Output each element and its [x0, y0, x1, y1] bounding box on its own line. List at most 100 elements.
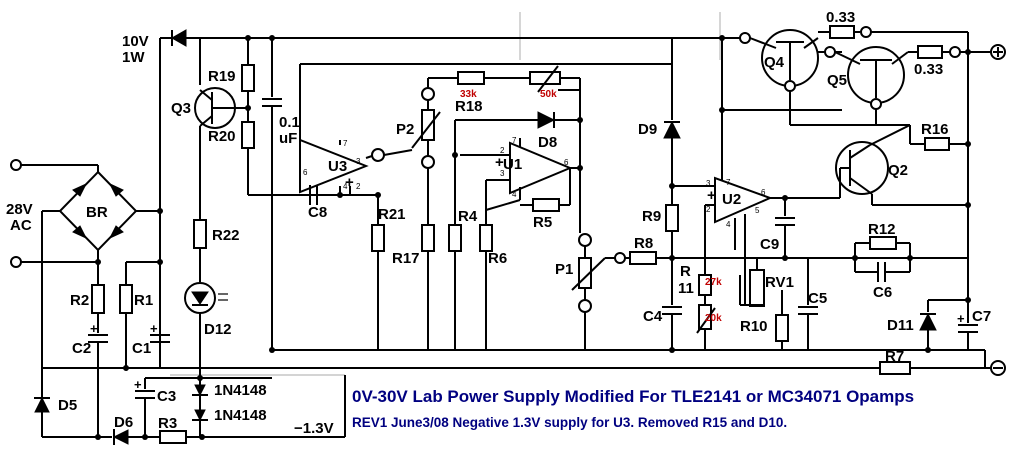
resistor-r12	[869, 236, 897, 250]
r18-value-label: 33k	[460, 89, 477, 100]
u2-plus: +	[707, 187, 716, 204]
resistor-r9	[665, 204, 679, 232]
r20-label: R20	[208, 128, 236, 145]
q5-label: Q5	[827, 72, 847, 89]
resistor-r8	[629, 251, 657, 265]
r11-label-a: R	[680, 263, 691, 280]
resistor-0.33-a	[829, 25, 855, 39]
r5-label: R5	[533, 214, 552, 231]
r9-label: R9	[642, 208, 661, 225]
output-section	[879, 290, 986, 375]
q5-emitter-node[interactable]	[949, 46, 961, 58]
c6-label: C6	[873, 284, 892, 301]
resistor-r3	[159, 430, 187, 444]
q5-base-node[interactable]	[870, 98, 882, 110]
d8-label: D8	[538, 134, 557, 151]
u2-feedback	[672, 195, 968, 350]
resistor-0.33-b	[917, 45, 943, 59]
br-label: BR	[86, 204, 108, 221]
resistor-r18	[457, 71, 485, 85]
u1-pin7-label: 7	[512, 136, 517, 145]
r7-label: R7	[885, 348, 904, 365]
q4-emitter-node[interactable]	[860, 26, 872, 38]
r16-label: R16	[921, 121, 949, 138]
diode-d11	[919, 312, 937, 331]
r17-label: R17	[392, 250, 420, 267]
resistor-r5	[532, 198, 560, 212]
resistor-r7	[879, 361, 911, 375]
u3-pin4-label: 4	[343, 182, 348, 191]
u1-pin4-label: 4	[512, 190, 517, 199]
resistor-r6	[479, 224, 493, 252]
p2-top-node[interactable]	[421, 87, 435, 101]
ac-input-terminal-2[interactable]	[10, 256, 22, 268]
diode-d6	[112, 429, 129, 445]
r8-label: R8	[634, 235, 653, 252]
zener-diode	[170, 29, 187, 47]
u1-plus: +	[495, 154, 504, 171]
u3-section: 6 7 3 2 4	[248, 63, 672, 350]
u3-plus: +	[345, 174, 354, 191]
c8-label: C8	[308, 204, 327, 221]
u1-pin2-label: 2	[500, 146, 505, 155]
cap-0.1uf	[262, 38, 282, 353]
pot-50k-value-label: 50k	[540, 89, 557, 100]
p1-wiper-node[interactable]	[614, 252, 626, 264]
potentiometer-p2	[421, 109, 435, 141]
p2-label: P2	[396, 121, 414, 138]
r11-value-20k: 20k	[705, 313, 722, 324]
input-section	[10, 159, 163, 390]
u1-section: 7 6 2 3 4 U1 +	[448, 111, 583, 350]
resistor-r17	[421, 224, 435, 252]
u3-pin6-label: 6	[303, 168, 308, 177]
q4-base-node[interactable]	[784, 80, 796, 92]
u3-pin7-label: 7	[343, 139, 348, 148]
diode-1n4148-a-label: 1N4148	[214, 382, 267, 399]
c3-label: C3	[157, 388, 176, 405]
u2-pin7-label: 7	[726, 178, 731, 187]
revision-note: REV1 June3/08 Negative 1.3V supply for U…	[352, 415, 787, 430]
p2-bottom-node[interactable]	[421, 155, 435, 169]
p1-top-node[interactable]	[578, 233, 592, 247]
u3-output-node[interactable]	[371, 148, 385, 162]
title-block: 0V-30V Lab Power Supply Modified For TLE…	[352, 387, 914, 430]
d9-section	[662, 38, 735, 353]
trimmer-rv1	[749, 269, 765, 307]
diode-d9	[663, 120, 681, 139]
diagram-title: 0V-30V Lab Power Supply Modified For TLE…	[352, 387, 914, 406]
ac-input-terminal-1[interactable]	[10, 159, 22, 171]
u2-pin4-label: 4	[726, 220, 731, 229]
resistor-r4	[448, 224, 462, 252]
c1-plus: +	[150, 321, 158, 336]
q5-collector-node[interactable]	[824, 46, 836, 58]
q4-collector-node[interactable]	[739, 32, 751, 44]
r3-label: R3	[158, 415, 177, 432]
r22-label: R22	[212, 227, 240, 244]
u3-label: U3	[328, 158, 347, 175]
r6-label: R6	[488, 250, 507, 267]
input-voltage-label: 28V	[6, 201, 33, 218]
u1-label: U1	[503, 156, 522, 173]
u2-label: U2	[722, 191, 741, 208]
input-filter	[88, 259, 170, 437]
resistor-r2	[91, 284, 105, 314]
c7-label: C7	[972, 308, 991, 325]
resistor-r22	[193, 219, 207, 249]
r21-label: R21	[378, 206, 406, 223]
neg-supply-label: −1.3V	[294, 420, 334, 437]
p1-bottom-node[interactable]	[578, 299, 592, 313]
resistor-0.33-a-label: 0.33	[826, 9, 855, 26]
u2-section: 3 7 6 2 4 5 U2 +	[705, 38, 840, 305]
q2-label: Q2	[888, 162, 908, 179]
u1-pin3-label: 3	[500, 169, 505, 178]
r10-label: R10	[740, 318, 768, 335]
p2-section	[411, 65, 581, 350]
cap-unit-label: uF	[279, 130, 297, 147]
resistor-r21	[371, 224, 385, 252]
u2-pin3-label: 3	[706, 179, 711, 188]
output-terminals	[985, 44, 1006, 376]
q3-label: Q3	[171, 100, 191, 117]
r2-label: R2	[70, 292, 89, 309]
q2-section	[835, 124, 971, 208]
